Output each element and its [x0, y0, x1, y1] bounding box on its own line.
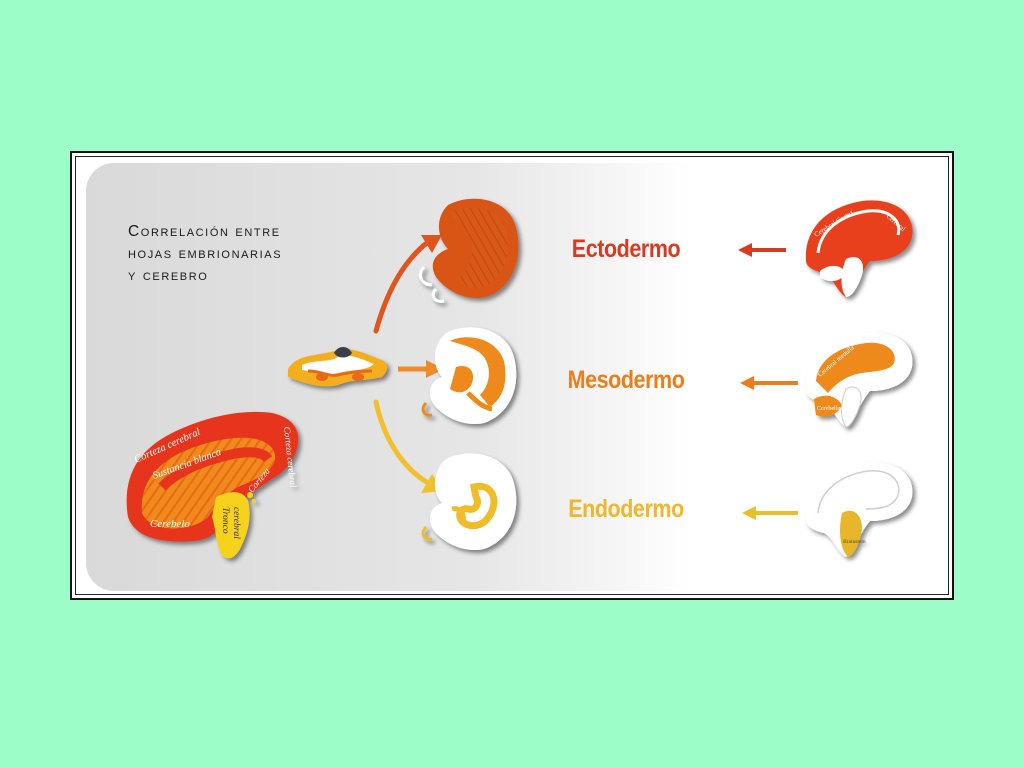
diagram-art: Corteza cerebral Sustancia blanca Cortez…	[126, 198, 913, 559]
title-line-2: hojas embrionarias	[128, 245, 283, 262]
arrow-ectoderm-brain	[738, 243, 786, 257]
diagram-title: Correlación entre hojas embrionarias y c…	[128, 221, 282, 287]
germ-disc	[288, 347, 388, 387]
label-cerebral: cerebral	[231, 507, 241, 539]
label-cerebelo: Cerebelo	[150, 518, 190, 530]
arrow-mesoderm-brain	[740, 376, 798, 390]
mesoderm-embryo	[421, 327, 517, 425]
layer-label-endoderm: Endodermo	[568, 495, 684, 523]
mini-label-brainstem: Brainstem	[843, 539, 866, 545]
layer-label-mesoderm: Mesodermo	[567, 366, 685, 394]
title-line-1: Correlación entre	[128, 223, 281, 240]
arrow-to-mesoderm-embryo	[398, 360, 444, 378]
label-tronco: Tronco	[220, 507, 230, 534]
arrow-to-ectoderm-embryo	[373, 235, 442, 334]
ectoderm-embryo	[418, 198, 519, 303]
mini-label-cerebellum: Cerebellum	[817, 406, 845, 412]
image-border: Correlación entre hojas embrionarias y c…	[75, 156, 949, 595]
endoderm-brain: Brainstem	[805, 462, 913, 557]
title-line-3: y cerebro	[128, 267, 209, 284]
mesoderm-brain: Cerebral medulla Cerebellum	[805, 332, 913, 428]
endoderm-embryo	[421, 453, 517, 551]
slide-frame: Correlación entre hojas embrionarias y c…	[70, 151, 954, 600]
arrow-to-endoderm-embryo	[373, 399, 444, 493]
ectoderm-brain: Cerebral Cortex Cerebral	[805, 200, 913, 297]
large-brain-diagram: Corteza cerebral Sustancia blanca Cortez…	[126, 411, 298, 559]
layer-label-ectoderm: Ectodermo	[571, 235, 681, 263]
arrow-endoderm-brain	[742, 506, 798, 520]
